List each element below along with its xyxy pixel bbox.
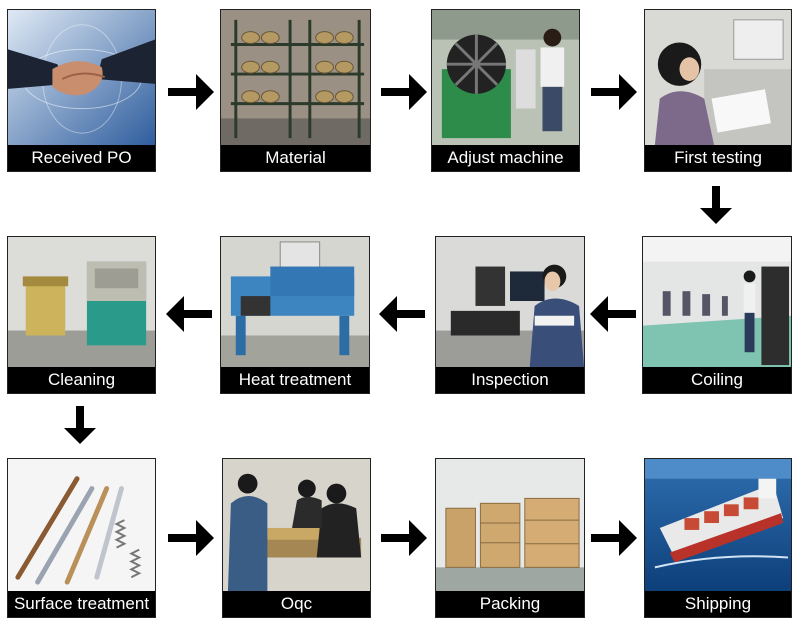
step-label: Inspection — [436, 367, 584, 393]
packed-cartons-photo — [436, 459, 584, 591]
step-label: Cleaning — [8, 367, 155, 393]
step-label: Adjust machine — [432, 145, 579, 171]
arrow-down-icon — [698, 186, 734, 224]
step-label: First testing — [645, 145, 791, 171]
arrow-left-icon — [379, 294, 425, 334]
coiling-workshop-photo — [643, 237, 791, 367]
step-surface-treatment: Surface treatment — [7, 458, 156, 618]
arrow-down-icon — [62, 406, 98, 444]
step-inspection: Inspection — [435, 236, 585, 394]
step-label: Received PO — [8, 145, 155, 171]
arrow-left-icon — [590, 294, 636, 334]
step-label: Shipping — [645, 591, 791, 617]
arrow-right-icon — [381, 518, 427, 558]
step-cleaning: Cleaning — [7, 236, 156, 394]
step-coiling: Coiling — [642, 236, 792, 394]
step-oqc: Oqc — [222, 458, 371, 618]
arrow-right-icon — [591, 72, 637, 112]
arrow-right-icon — [168, 72, 214, 112]
arrow-right-icon — [381, 72, 427, 112]
step-label: Coiling — [643, 367, 791, 393]
coiling-machine-photo — [432, 10, 579, 145]
step-heat-treatment: Heat treatment — [220, 236, 370, 394]
oqc-workers-photo — [223, 459, 370, 591]
cleaning-machine-photo — [8, 237, 155, 367]
step-label: Packing — [436, 591, 584, 617]
arrow-right-icon — [168, 518, 214, 558]
springs-photo — [8, 459, 155, 591]
step-label: Material — [221, 145, 370, 171]
step-adjust-machine: Adjust machine — [431, 9, 580, 172]
inspection-station-photo — [436, 237, 584, 367]
step-packing: Packing — [435, 458, 585, 618]
step-shipping: Shipping — [644, 458, 792, 618]
material-shelf-photo — [221, 10, 370, 145]
arrow-right-icon — [591, 518, 637, 558]
step-received-po: Received PO — [7, 9, 156, 172]
step-label: Heat treatment — [221, 367, 369, 393]
cargo-ship-photo — [645, 459, 791, 591]
handshake-photo — [8, 10, 155, 145]
step-first-testing: First testing — [644, 9, 792, 172]
step-material: Material — [220, 9, 371, 172]
arrow-left-icon — [166, 294, 212, 334]
step-label: Surface treatment — [8, 591, 155, 617]
step-label: Oqc — [223, 591, 370, 617]
furnace-photo — [221, 237, 369, 367]
testing-worker-photo — [645, 10, 791, 145]
